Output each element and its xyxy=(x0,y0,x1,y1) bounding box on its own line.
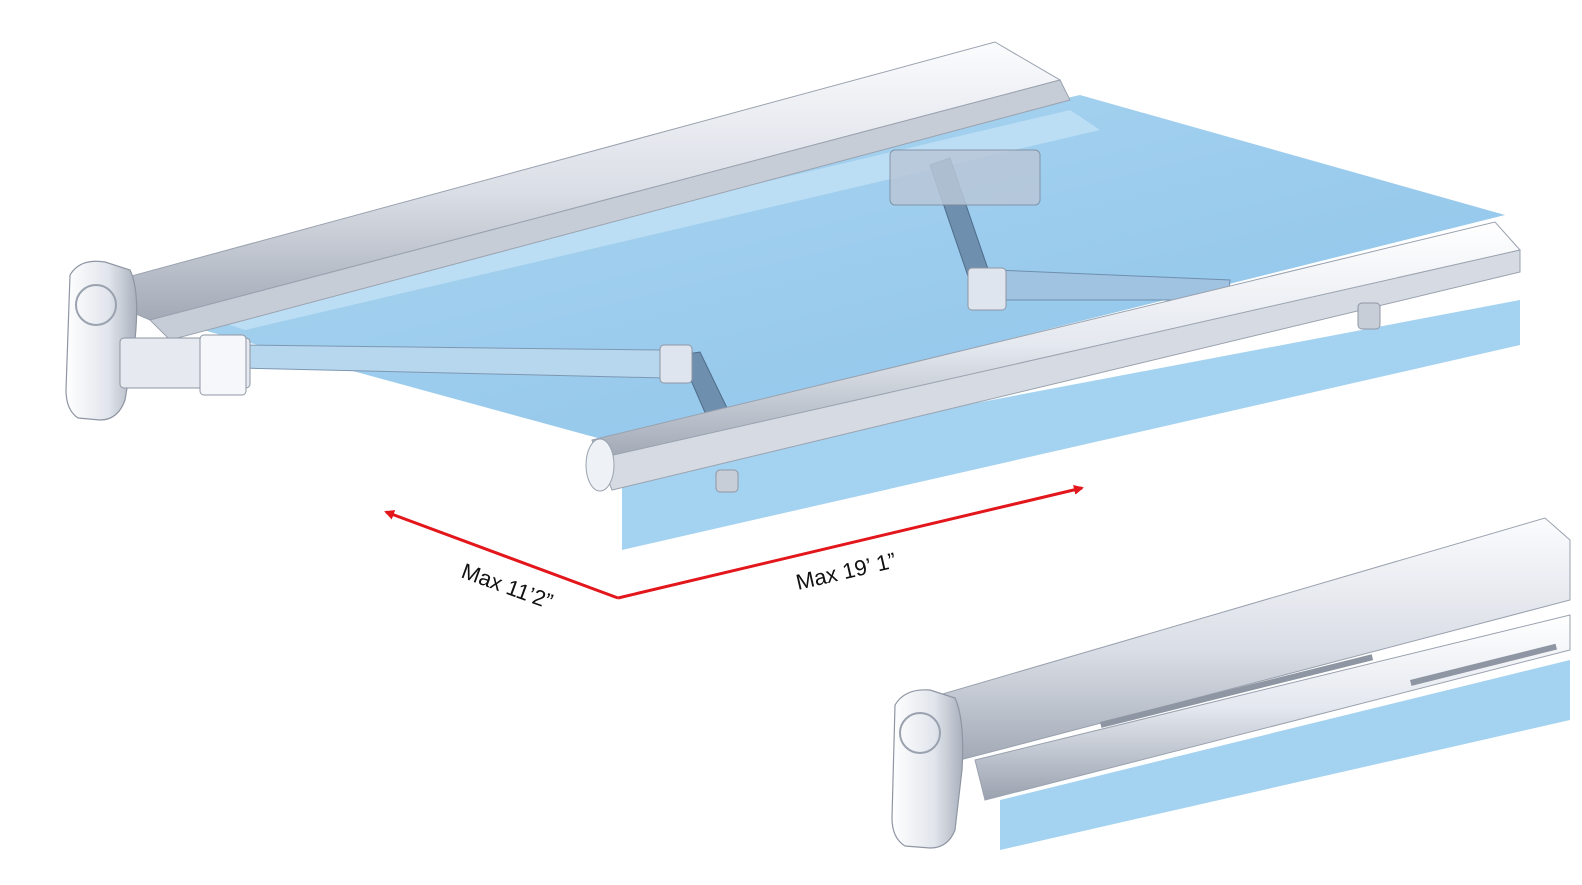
cassette-housing-lip xyxy=(149,79,1071,341)
width-label: Max 19’ 1” xyxy=(794,548,899,595)
right-arm-joint xyxy=(967,267,1007,311)
projection-arrow xyxy=(384,510,619,600)
front-bar-clip-2 xyxy=(1357,302,1381,330)
width-arrow xyxy=(617,484,1084,600)
retracted-end-bracket xyxy=(891,689,964,849)
front-bar-endcap xyxy=(585,438,615,492)
bracket-logo-icon xyxy=(75,284,117,326)
retracted-bar-slot-2 xyxy=(1410,643,1557,686)
awning-fabric-highlight xyxy=(200,110,1100,330)
retracted-awning-illustration xyxy=(891,517,1571,850)
front-bar-clip-1 xyxy=(715,469,739,493)
left-arm-upper xyxy=(239,344,666,379)
left-arm-hinge xyxy=(199,334,247,396)
retracted-bar-slot-1 xyxy=(1099,654,1374,728)
left-elbow-joint xyxy=(659,344,693,384)
retracted-front-bar xyxy=(974,614,1571,801)
projection-label: Max 11’2” xyxy=(458,558,556,614)
shoulder-bracket-right xyxy=(889,149,1041,206)
front-valance xyxy=(622,300,1520,550)
retracted-valance xyxy=(1000,660,1570,850)
retracted-bracket-logo-icon xyxy=(899,712,941,754)
extended-awning-illustration xyxy=(65,41,1521,550)
